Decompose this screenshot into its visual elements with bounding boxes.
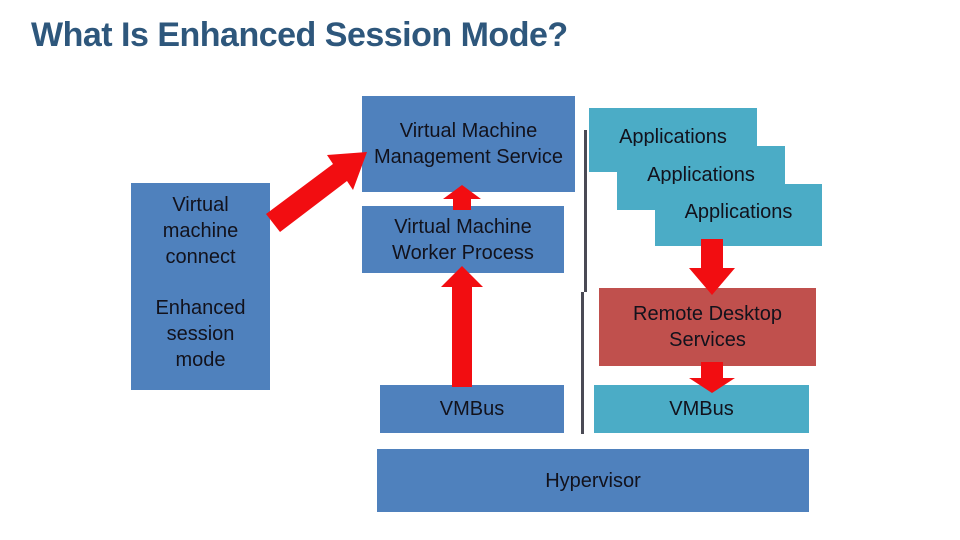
applications-label-1: Applications [619,126,727,148]
box-applications-3: Applications [655,184,822,246]
partition-divider-line-top [584,130,587,292]
slide-title: What Is Enhanced Session Mode? [31,16,568,54]
vm-management-service-label: Virtual Machine Management Service [374,120,563,168]
arrow-vmbus-to-worker-icon [441,266,483,387]
box-hypervisor: Hypervisor [377,449,809,512]
box-vmbus-host: VMBus [380,385,564,433]
box-virtual-machine-connect: Virtual machine connect Enhanced session… [131,183,270,390]
box-vmbus-guest: VMBus [594,385,809,433]
hypervisor-label: Hypervisor [545,469,641,492]
arrow-applications-to-rds-icon [689,239,735,295]
box-remote-desktop-services: Remote Desktop Services [599,288,816,366]
vmbus-guest-label: VMBus [669,398,734,420]
box-vm-management-service: Virtual Machine Management Service [362,96,575,192]
virtual-machine-connect-label: Virtual machine connect [162,194,239,268]
applications-label-3: Applications [684,201,793,223]
arrow-vmconnect-to-vmms-icon [266,152,367,232]
remote-desktop-services-label: Remote Desktop Services [633,303,782,351]
enhanced-session-mode-label: Enhanced session mode [155,297,246,371]
applications-label-2: Applications [647,164,755,186]
box-vm-worker-process: Virtual Machine Worker Process [362,206,564,273]
partition-divider-line-bottom [581,292,584,434]
vmbus-host-label: VMBus [439,398,505,420]
vm-worker-process-label: Virtual Machine Worker Process [392,215,534,264]
